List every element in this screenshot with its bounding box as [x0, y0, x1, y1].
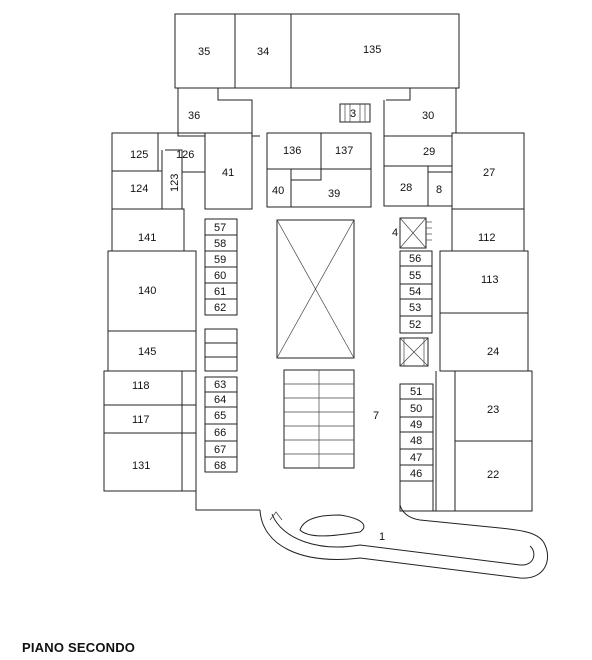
room-40[interactable] — [266, 168, 292, 208]
room-126[interactable] — [158, 132, 206, 173]
label-48: 48 — [410, 435, 422, 447]
room-62[interactable] — [204, 298, 238, 316]
label-135: 135 — [363, 44, 381, 56]
room-131[interactable] — [103, 432, 197, 492]
room-68[interactable] — [204, 456, 238, 473]
central-atrium-void — [276, 219, 355, 359]
stalls-right-upper — [399, 250, 433, 334]
room-41[interactable] — [204, 132, 253, 210]
stair-4[interactable] — [399, 217, 432, 249]
label-49: 49 — [410, 419, 422, 431]
label-39: 39 — [328, 188, 340, 200]
stalls-left-upper — [204, 218, 238, 316]
label-61: 61 — [214, 286, 226, 298]
label-52: 52 — [409, 319, 421, 331]
label-112: 112 — [478, 232, 496, 244]
label-51: 51 — [410, 386, 422, 398]
label-24: 24 — [487, 346, 499, 358]
room-34[interactable] — [234, 13, 292, 89]
room-27[interactable] — [451, 132, 525, 210]
label-59: 59 — [214, 254, 226, 266]
label-123: 123 — [169, 174, 181, 192]
label-7: 7 — [373, 410, 379, 422]
label-62: 62 — [214, 302, 226, 314]
room-112[interactable] — [451, 208, 525, 252]
room-137[interactable] — [320, 132, 372, 170]
label-58: 58 — [214, 238, 226, 250]
label-53: 53 — [409, 302, 421, 314]
label-29: 29 — [423, 146, 435, 158]
label-36: 36 — [188, 110, 200, 122]
room-24[interactable] — [439, 312, 529, 372]
label-1: 1 — [379, 531, 385, 543]
label-63: 63 — [214, 379, 226, 391]
room-113[interactable] — [439, 250, 529, 314]
stalls-left-empty — [204, 328, 238, 372]
label-41: 41 — [222, 167, 234, 179]
label-23: 23 — [487, 404, 499, 416]
label-118: 118 — [132, 380, 150, 392]
label-4: 4 — [392, 227, 398, 239]
label-66: 66 — [214, 427, 226, 439]
room-124[interactable] — [111, 170, 163, 210]
room-22[interactable] — [454, 440, 533, 512]
room-29[interactable] — [383, 135, 453, 167]
label-64: 64 — [214, 394, 226, 406]
room-30[interactable] — [383, 88, 457, 137]
label-40: 40 — [272, 185, 284, 197]
room-52[interactable] — [399, 315, 433, 334]
label-55: 55 — [409, 270, 421, 282]
stalls-left-lower — [204, 376, 238, 473]
label-54: 54 — [409, 286, 421, 298]
label-3: 3 — [350, 108, 356, 120]
label-35: 35 — [198, 46, 210, 58]
label-131: 131 — [132, 460, 150, 472]
label-57: 57 — [214, 222, 226, 234]
label-67: 67 — [214, 444, 226, 456]
label-113: 113 — [481, 274, 499, 286]
label-46: 46 — [410, 468, 422, 480]
central-kiosk-grid — [283, 369, 355, 469]
room-28[interactable] — [383, 165, 429, 207]
label-68: 68 — [214, 460, 226, 472]
room-135[interactable] — [290, 13, 460, 89]
label-136: 136 — [283, 145, 301, 157]
label-60: 60 — [214, 270, 226, 282]
label-8: 8 — [436, 184, 442, 196]
label-126: 126 — [176, 149, 194, 161]
label-141: 141 — [138, 232, 156, 244]
label-34: 34 — [257, 46, 269, 58]
label-56: 56 — [409, 253, 421, 265]
room-35[interactable] — [174, 13, 236, 89]
label-28: 28 — [400, 182, 412, 194]
stair-3[interactable] — [339, 103, 371, 123]
label-47: 47 — [410, 452, 422, 464]
room-8[interactable] — [427, 171, 453, 207]
label-137: 137 — [335, 145, 353, 157]
upper-corridor — [217, 88, 411, 137]
room-117[interactable] — [103, 404, 197, 434]
label-140: 140 — [138, 285, 156, 297]
ramp-1[interactable] — [259, 504, 549, 579]
stair-5[interactable] — [399, 337, 429, 367]
label-30: 30 — [422, 110, 434, 122]
outer-wall-left — [195, 251, 260, 511]
room-141[interactable] — [111, 208, 185, 252]
floor-title: PIANO SECONDO — [22, 640, 136, 655]
label-145: 145 — [138, 346, 156, 358]
label-117: 117 — [132, 414, 150, 426]
label-125: 125 — [130, 149, 148, 161]
label-27: 27 — [483, 167, 495, 179]
room-125[interactable] — [111, 132, 159, 172]
label-22: 22 — [487, 469, 499, 481]
label-124: 124 — [130, 183, 148, 195]
room-136[interactable] — [266, 132, 322, 170]
room-39[interactable] — [290, 168, 372, 208]
stalls-right-lower — [399, 383, 434, 512]
label-50: 50 — [410, 403, 422, 415]
label-65: 65 — [214, 410, 226, 422]
